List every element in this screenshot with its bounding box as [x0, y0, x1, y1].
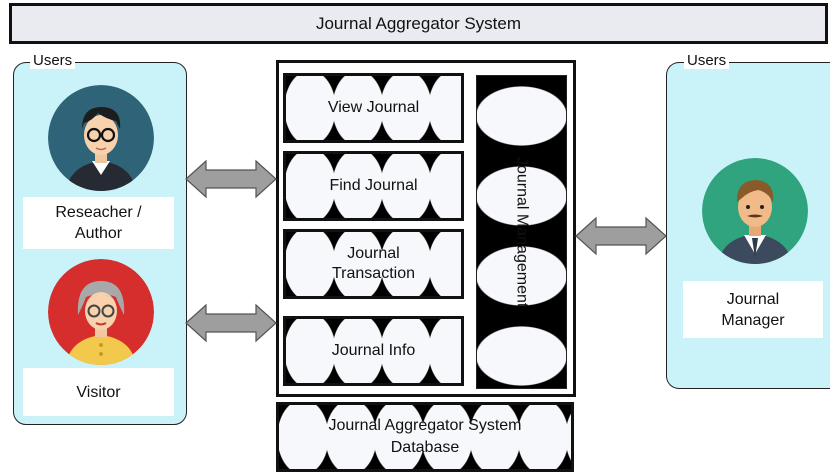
system-title-bar: Journal Aggregator System — [9, 3, 828, 44]
database-box: Journal Aggregator System Database — [276, 402, 574, 472]
system-title: Journal Aggregator System — [315, 13, 522, 33]
journal-management-box — [476, 75, 567, 389]
visitor-name: Visitor — [76, 383, 121, 401]
visitor-name-box: Visitor — [23, 368, 174, 416]
journal-info-box: Journal Info — [283, 316, 464, 386]
journal-transaction-box: Journal Transaction — [283, 229, 464, 299]
visitor-system-arrow — [184, 302, 278, 344]
researcher-system-arrow — [184, 158, 278, 200]
view-journal-box: View Journal — [283, 73, 464, 143]
journal-transaction-label: Journal Transaction — [332, 245, 415, 282]
researcher-name-box: Reseacher / Author — [23, 197, 174, 249]
right-users-label: Users — [684, 53, 730, 69]
database-label: Journal Aggregator System Database — [328, 417, 522, 456]
view-journal-label: View Journal — [327, 99, 420, 116]
researcher-name: Reseacher / Author — [55, 204, 142, 242]
manager-system-arrow — [574, 215, 668, 257]
journal-info-label: Journal Info — [331, 342, 416, 359]
manager-name: Journal Manager — [721, 290, 785, 329]
left-users-label: Users — [30, 53, 76, 69]
journal-management-label-wrap: Journal Management — [476, 75, 567, 389]
visitor-avatar-icon — [48, 259, 154, 365]
journal-management-label: Journal Management — [513, 156, 531, 308]
researcher-avatar-icon — [48, 85, 154, 191]
manager-name-box: Journal Manager — [683, 281, 823, 338]
find-journal-label: Find Journal — [329, 177, 418, 194]
manager-avatar-icon — [702, 158, 808, 264]
find-journal-box: Find Journal — [283, 151, 464, 221]
